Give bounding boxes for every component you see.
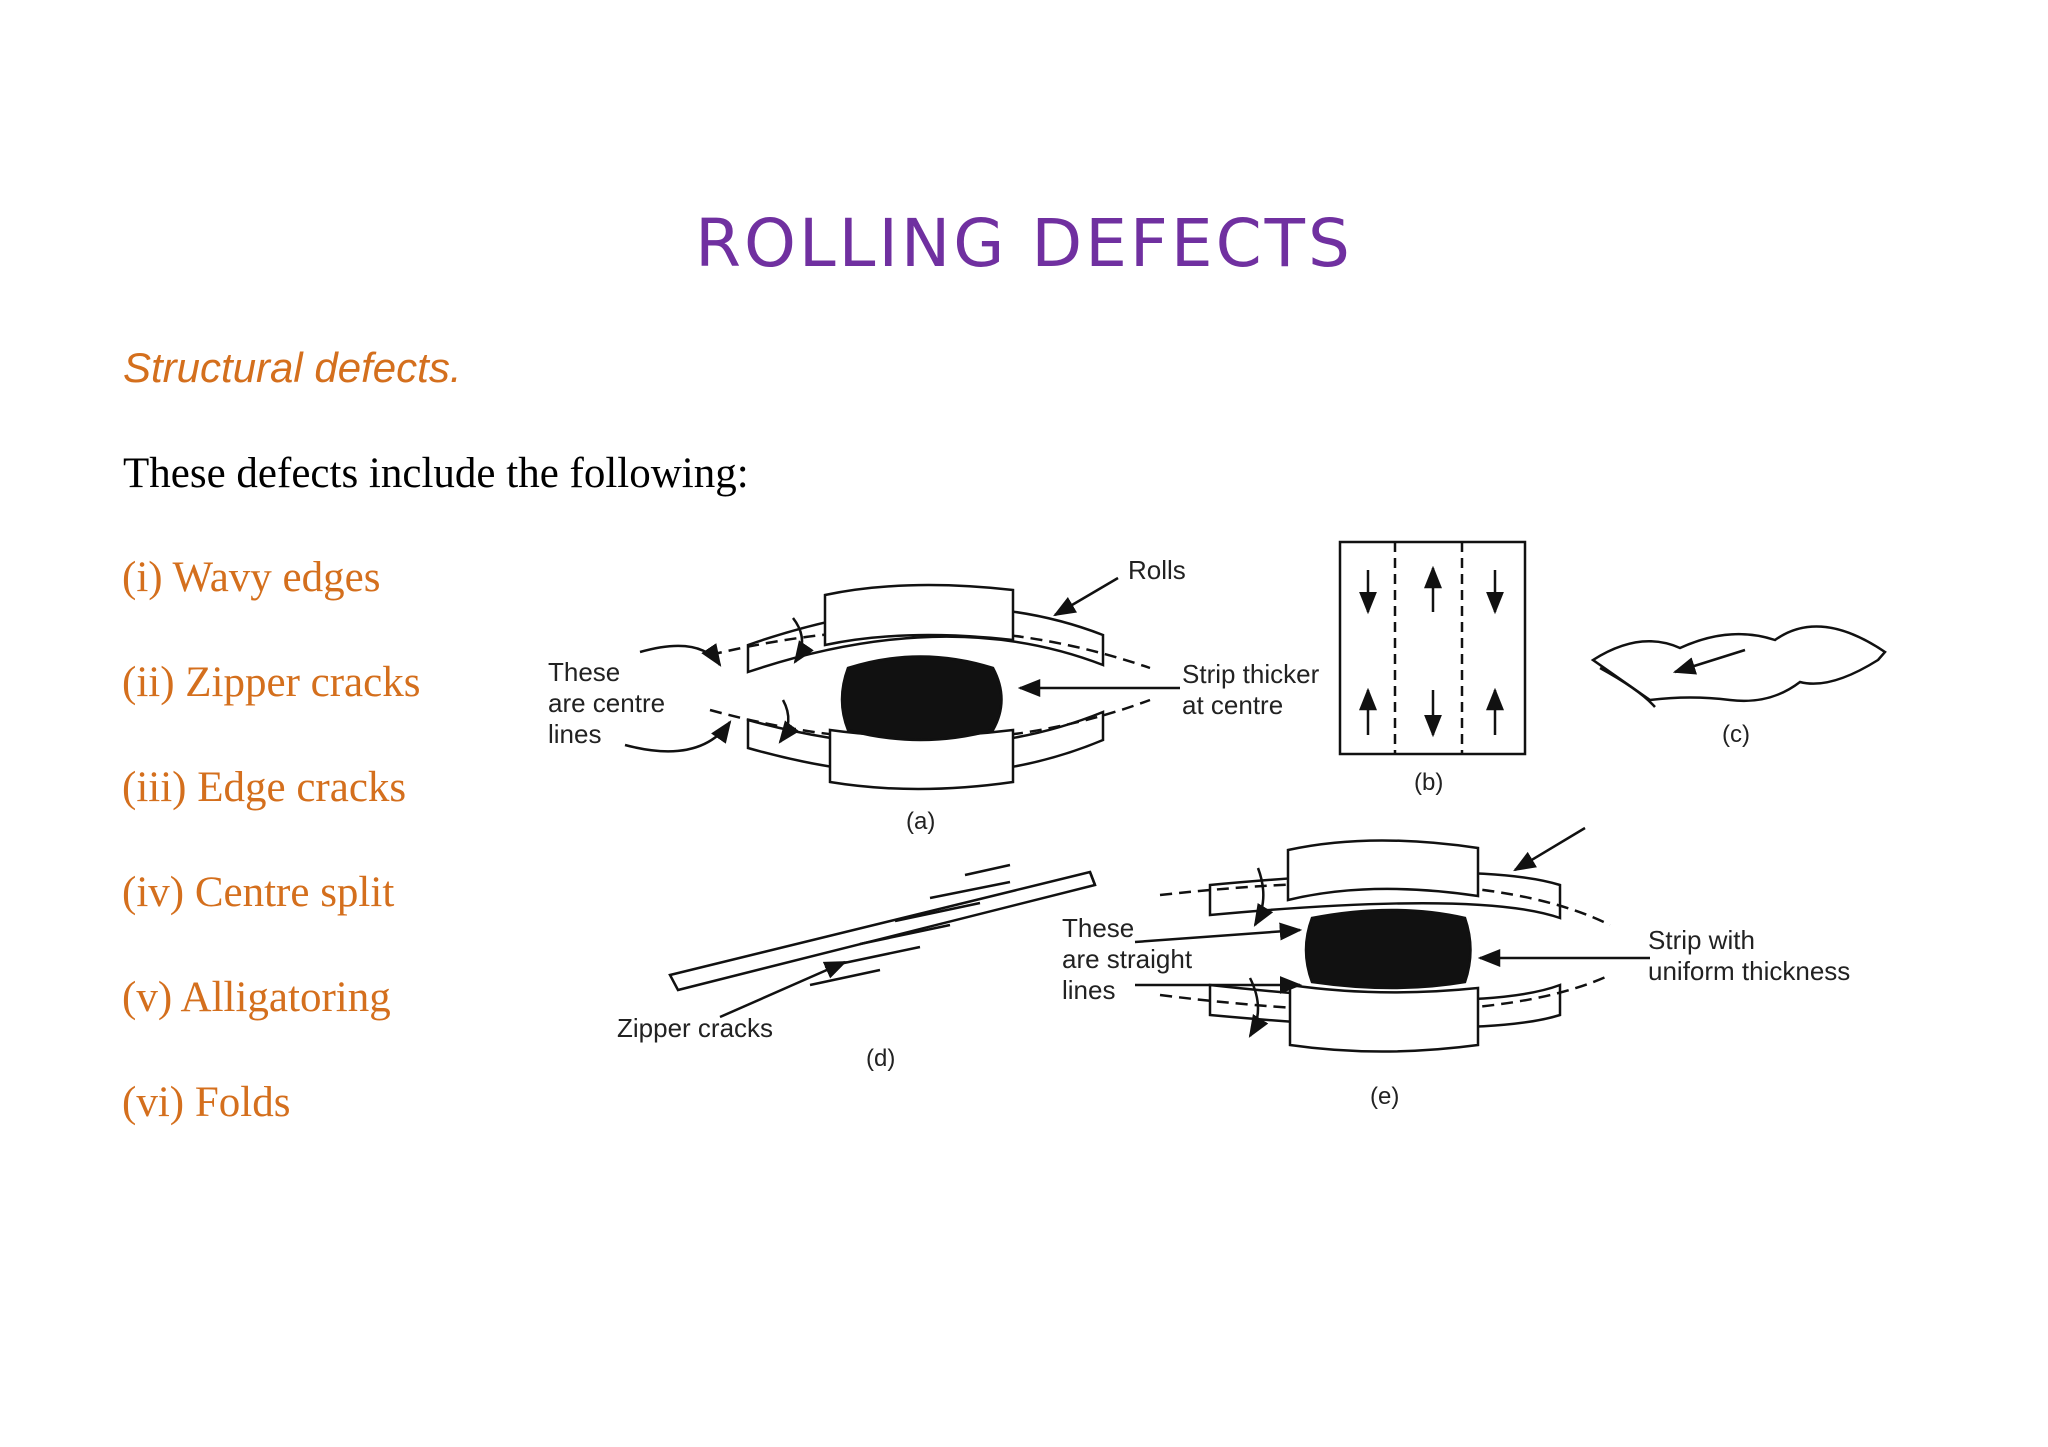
label-a: (a): [906, 808, 935, 835]
page-title: ROLLING DEFECTS: [695, 205, 1353, 282]
figure-e: [1134, 826, 1650, 1053]
label-strip-thicker-1: Strip thicker: [1182, 659, 1320, 689]
list-item: (vi) Folds: [122, 1079, 291, 1126]
intro-text: These defects include the following:: [123, 450, 749, 497]
label-zipper-cracks: Zipper cracks: [617, 1013, 773, 1043]
figure-d: [668, 863, 1097, 1019]
label-centre-lines-2: are centre: [548, 688, 665, 718]
figure-b: [1338, 540, 1527, 756]
list-item: (ii) Zipper cracks: [122, 659, 421, 706]
list-item: (i) Wavy edges: [122, 554, 381, 601]
list-item: (iv) Centre split: [122, 869, 395, 916]
list-item: (iii) Edge cracks: [122, 764, 407, 811]
label-uniform-2: uniform thickness: [1648, 956, 1850, 986]
section-subtitle: Structural defects.: [123, 344, 462, 391]
label-c: (c): [1722, 721, 1750, 748]
figure-a: [624, 576, 1180, 791]
label-straight-lines-1: These: [1062, 913, 1134, 943]
label-straight-lines-2: are straight: [1062, 944, 1193, 974]
defect-list: (i) Wavy edges (ii) Zipper cracks (iii) …: [122, 553, 420, 1183]
label-straight-lines-3: lines: [1062, 975, 1115, 1005]
label-b: (b): [1414, 769, 1443, 796]
label-d: (d): [866, 1045, 895, 1072]
label-centre-lines-3: lines: [548, 719, 601, 749]
figure-c: [1590, 625, 1887, 708]
label-e: (e): [1370, 1083, 1399, 1110]
label-uniform-1: Strip with: [1648, 925, 1755, 955]
label-strip-thicker-2: at centre: [1182, 690, 1283, 720]
label-centre-lines-1: These: [548, 657, 620, 687]
label-rolls: Rolls: [1128, 555, 1186, 585]
list-item: (v) Alligatoring: [122, 974, 391, 1021]
